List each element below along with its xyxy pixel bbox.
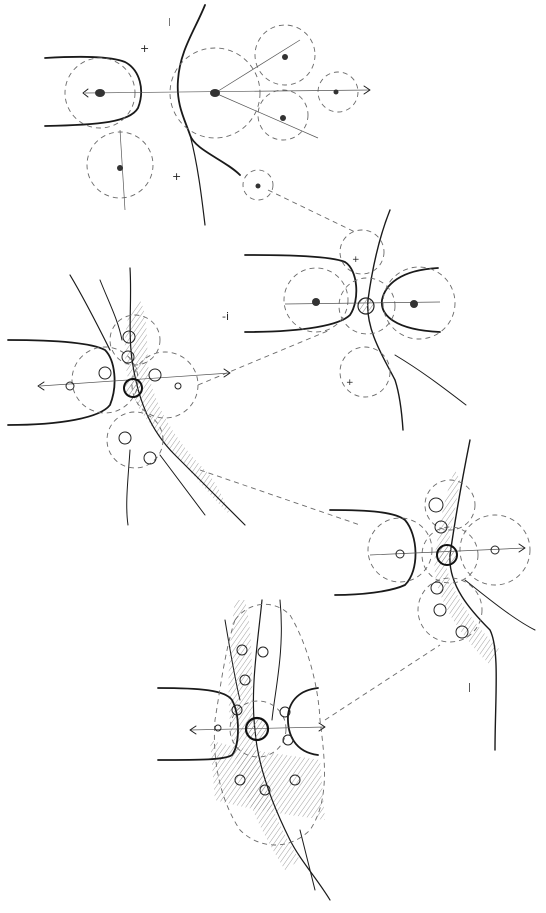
stage-2: -i + + bbox=[222, 210, 466, 430]
svg-text:+: + bbox=[352, 255, 360, 265]
svg-text:+: + bbox=[346, 378, 354, 388]
stage-1: + + | bbox=[45, 5, 370, 225]
svg-text:-i: -i bbox=[222, 310, 229, 323]
svg-text:|: | bbox=[468, 683, 471, 693]
svg-text:|: | bbox=[168, 17, 171, 26]
stage-5 bbox=[158, 600, 330, 900]
stage-3 bbox=[8, 268, 245, 525]
svg-text:+: + bbox=[172, 170, 181, 183]
stage-4: | bbox=[330, 440, 535, 750]
svg-text:+: + bbox=[140, 42, 149, 55]
